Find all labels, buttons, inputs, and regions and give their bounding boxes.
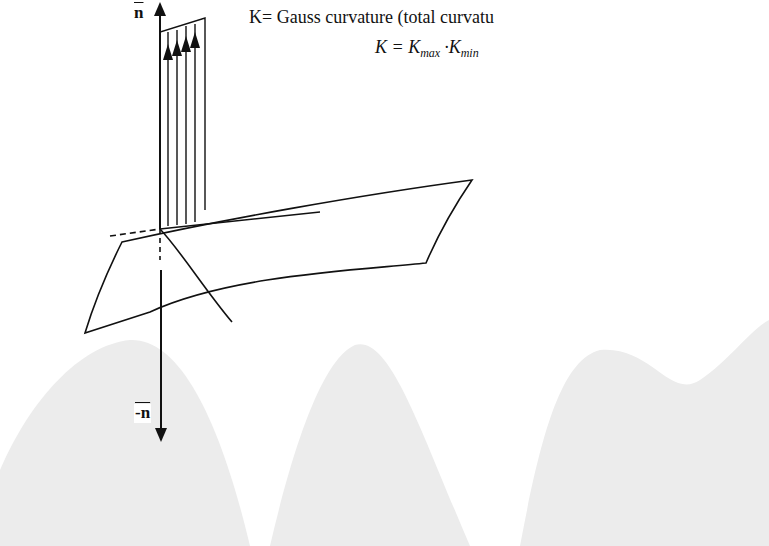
normal-plane	[160, 18, 205, 229]
normal-vectors	[154, 2, 167, 442]
label-text: n	[133, 4, 144, 23]
faint-surfaces	[0, 320, 769, 546]
label-text: min	[461, 46, 479, 60]
label-text: K = K	[375, 37, 420, 57]
label-text: K= Gauss curvature (total curvatu	[248, 8, 495, 28]
label-text: -n	[134, 404, 151, 423]
label-text: ·K	[444, 37, 461, 57]
surface	[85, 180, 472, 333]
formula: K = Kmax ·Kmin	[375, 38, 479, 60]
label-text: max	[420, 46, 440, 60]
plane-arrowheads	[163, 32, 200, 60]
